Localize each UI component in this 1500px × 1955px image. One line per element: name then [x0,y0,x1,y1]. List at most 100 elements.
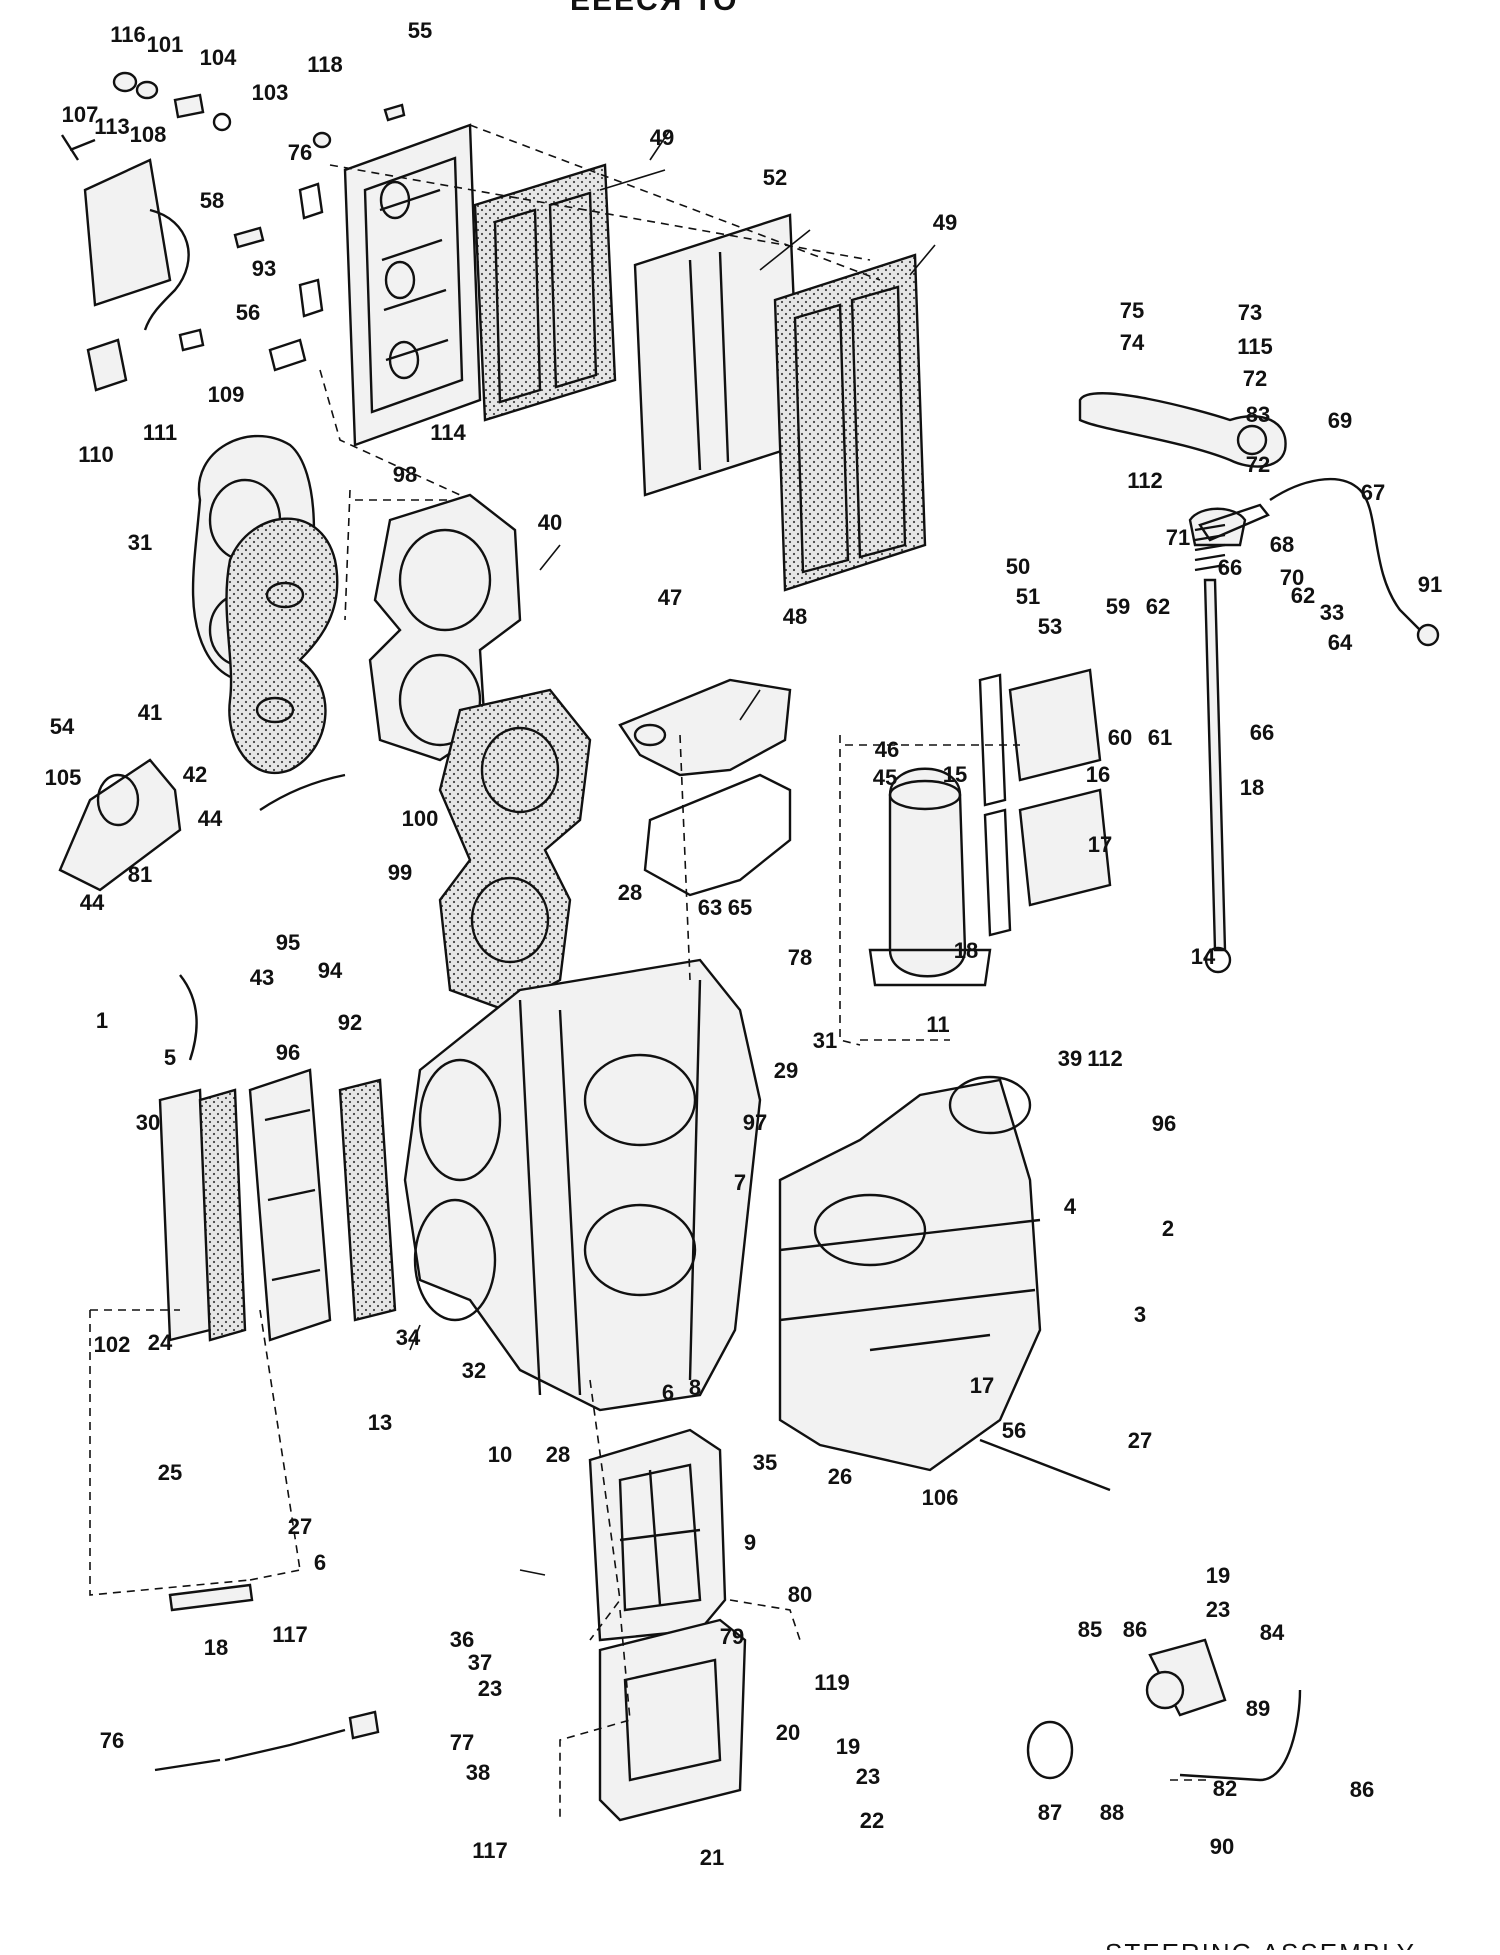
hose-43 [179,974,198,1061]
callout-number: 15 [943,762,967,787]
callout-number: 62 [1291,583,1315,608]
callout-number: 17 [1088,832,1112,857]
callout-number: 35 [753,1450,777,1475]
leader-lines [409,129,936,1576]
callout-number: 75 [1120,298,1144,323]
transfer-gasket-28 [338,1078,397,1322]
crankcase-right [778,1075,1042,1472]
callout-number: 21 [700,1845,724,1870]
callout-number: 22 [860,1808,884,1833]
callout-number: 37 [468,1650,492,1675]
callout-number: 30 [136,1110,160,1135]
callout-number: 16 [1086,762,1110,787]
callout-number: 34 [396,1325,421,1350]
callout-number: 108 [130,122,167,147]
callout-number: 56 [1002,1418,1026,1443]
callout-number: 23 [856,1764,880,1789]
callout-number: 54 [50,714,75,739]
cylinder-block-left [403,958,762,1412]
callout-number: 68 [1270,532,1294,557]
callout-number: 48 [783,604,807,629]
callout-number: 14 [1191,944,1216,969]
callout-number: 18 [954,938,978,963]
callout-number: 117 [472,1838,508,1863]
callout-number: 19 [836,1734,860,1759]
callout-number: 83 [1246,402,1270,427]
callout-number: 113 [94,114,130,139]
callout-number: 72 [1246,452,1270,477]
callout-number: 88 [1100,1800,1124,1825]
spark-plug-36 [168,1583,254,1612]
thermostat-cover [618,678,792,897]
hose-42 [259,773,346,811]
callout-number: 61 [1148,725,1172,750]
callout-number: 41 [138,700,162,725]
callout-number: 100 [402,806,439,831]
callout-number: 102 [94,1332,131,1357]
exhaust-gasket-lower [773,253,927,592]
callout-number: 78 [788,945,812,970]
callout-number: 36 [450,1627,474,1652]
throttle-arm-83 [1078,392,1287,468]
callout-number: 49 [933,210,957,235]
callout-number: 44 [198,806,223,831]
callout-number: 29 [774,1058,798,1083]
spring-71 [1194,523,1226,572]
callout-number: 6 [662,1380,674,1405]
callout-number: 40 [538,510,562,535]
callout-number: 79 [720,1624,744,1649]
callout-number: 50 [1006,554,1030,579]
callout-number: 38 [466,1760,490,1785]
callout-number: 23 [478,1676,502,1701]
callout-number: 107 [62,102,99,127]
callout-number: 28 [546,1442,570,1467]
reed-plate-20 [598,1618,747,1822]
callout-number: 119 [814,1670,850,1695]
callout-number: 95 [276,930,300,955]
callout-number: 64 [1328,630,1353,655]
callout-number: 44 [80,890,105,915]
callout-number: 18 [1240,775,1264,800]
callout-number: 90 [1210,1834,1234,1859]
callout-number: 43 [250,965,274,990]
callout-number: 27 [288,1514,312,1539]
callout-number: 96 [1152,1111,1176,1136]
callout-number: 56 [236,300,260,325]
callout-number: 28 [618,880,642,905]
callout-number: 47 [658,585,682,610]
callout-number: 39 [1058,1046,1082,1071]
reed-block-upper [978,668,1112,937]
header-fragment: ЕЕЕСЯ ТО [570,0,739,17]
callout-number: 115 [1237,334,1273,359]
hose-25 [979,1438,1111,1492]
callout-number: 6 [314,1550,326,1575]
callout-number: 91 [1418,572,1442,597]
callout-number: 98 [393,462,417,487]
callout-number: 3 [1134,1302,1146,1327]
callout-number: 69 [1328,408,1352,433]
callout-number: 62 [1146,594,1170,619]
callout-number: 11 [926,1012,949,1037]
callout-number: 18 [204,1635,228,1660]
starter-housing-14 [868,767,992,987]
callout-number: 72 [1243,366,1267,391]
callout-number: 110 [78,442,114,467]
ring-82 [1026,1720,1074,1780]
head-gasket-41 [225,517,339,775]
callout-number: 32 [462,1358,486,1383]
callout-number: 96 [276,1040,300,1065]
intake-manifold-18 [588,1428,727,1642]
callout-number: 70 [1280,565,1304,590]
callout-number: 46 [875,737,899,762]
callout-number: 71 [1166,525,1190,550]
callout-number: 23 [1206,1597,1230,1622]
callout-number: 105 [45,765,82,790]
callout-number: 87 [1038,1800,1062,1825]
callout-number: 73 [1238,300,1262,325]
callout-number: 26 [828,1464,852,1489]
callout-number: 74 [1120,330,1145,355]
callout-number: 89 [1246,1696,1270,1721]
callout-number: 42 [183,762,207,787]
callout-number: 7 [734,1170,746,1195]
